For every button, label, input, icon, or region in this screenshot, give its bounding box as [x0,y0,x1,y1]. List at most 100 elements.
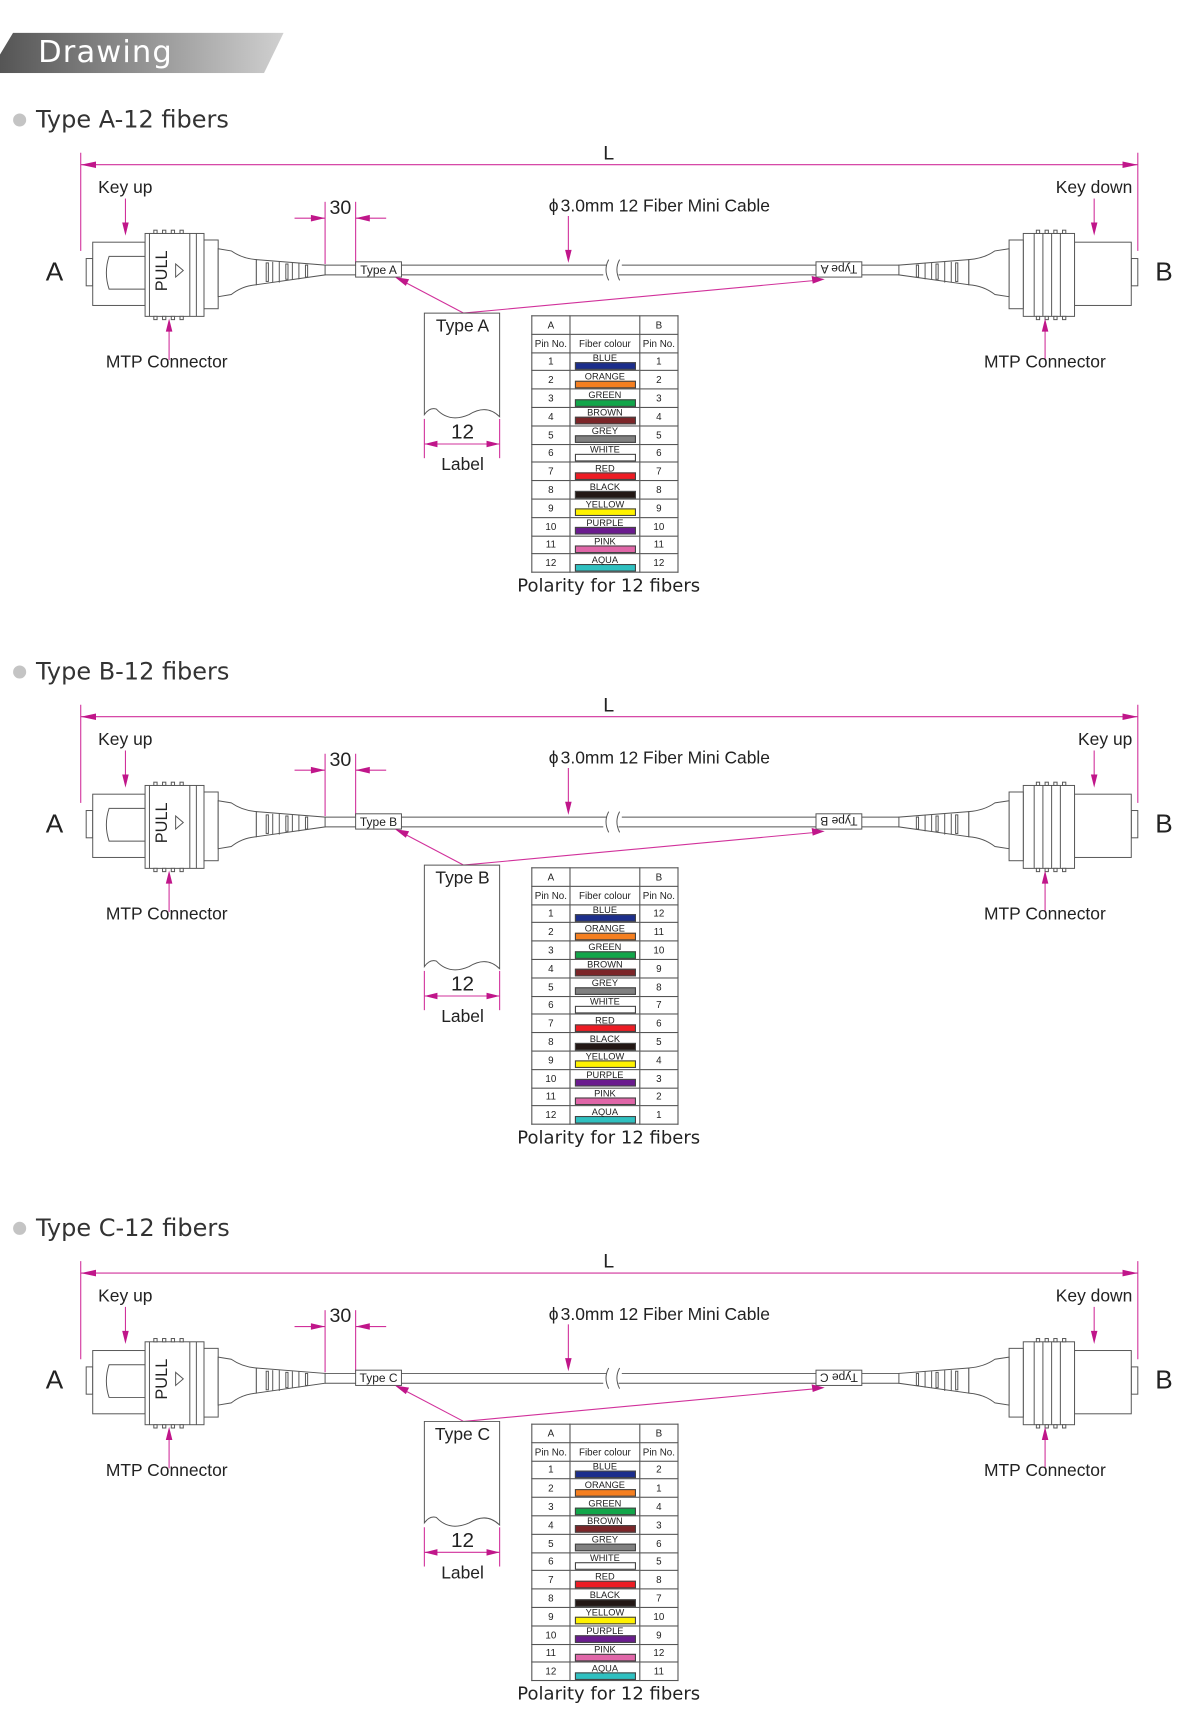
offset-label: 30 [329,197,351,219]
col-pin-a: Pin No. [531,333,571,354]
pin-a: 8 [531,1588,571,1608]
fiber-colour-swatch [574,1562,636,1570]
cable-label-left: Type B [355,813,402,830]
pin-a: 7 [531,1570,571,1590]
cable-label-right: Type B [815,813,863,830]
fiber-colour-name: GREY [591,1533,619,1545]
fiber-colour-swatch [574,490,636,499]
fiber-colour-name: GREY [591,425,619,437]
flag-caption: Label [441,1006,484,1026]
fiber-colour-swatch [574,969,636,977]
fiber-colour-swatch [574,1598,636,1607]
cable-break [605,259,610,281]
fiber-colour: WHITE [569,1551,641,1572]
fiber-colour: WHITE [569,995,641,1015]
cable-label-left: Type C [355,1369,402,1386]
pin-b: 3 [639,1515,679,1535]
arrow-icon [565,801,572,815]
pin-a: 5 [531,425,571,445]
pin-a: 1 [531,1460,571,1480]
fiber-colour: GREEN [569,1496,641,1517]
fiber-colour-name: WHITE [589,995,620,1007]
pin-b: 7 [639,461,679,482]
fiber-colour: GREEN [569,940,641,960]
head-b: B [639,1423,679,1444]
flag-label-text: Type C [435,1424,490,1444]
col-colour: Fiber colour [569,333,641,354]
cable-section-2: Type B-12 fibers L Key up Key up [0,650,1200,1174]
pin-b: 5 [639,1551,679,1572]
cable-label-left: Type A [355,261,402,278]
fiber-colour-name: BLACK [589,480,621,492]
fiber-colour: GREY [569,977,641,997]
head-a: A [531,867,571,887]
pin-b: 2 [639,1460,679,1480]
fiber-colour: ORANGE [569,1478,641,1499]
offset-label: 30 [329,1305,351,1327]
fiber-colour-swatch [574,950,636,959]
table-header-row: A B [531,315,679,335]
label-flag: Type B 12 Label [423,864,501,1026]
pull-triangle-icon [175,1371,185,1387]
flag-label-text: Type B [435,868,489,888]
pin-a: 12 [531,1661,571,1682]
polarity-caption: Polarity for 12 fibers [517,574,701,596]
fiber-colour: PURPLE [569,1068,641,1089]
pin-a: 4 [531,958,571,979]
fiber-colour-swatch [574,563,636,572]
arrow-icon [394,829,410,838]
pin-a: 10 [531,1068,571,1089]
section-title: Type C-12 fibers [35,1214,230,1242]
length-dimension: L [80,142,1139,251]
fiber-colour-name: YELLOW [585,1050,625,1062]
head-a: A [531,1423,571,1444]
polarity-caption: Polarity for 12 fibers [517,1683,701,1704]
pin-b: 4 [639,1050,679,1070]
key-right-label: Key down [1056,177,1133,197]
cable-spec-text: 3.0mm 12 Fiber Mini Cable [561,196,770,216]
fiber-colour-name: PINK [594,535,616,547]
head-b: B [639,867,679,887]
flag-caption: Label [441,454,484,474]
fiber-colour: BLUE [569,351,641,372]
arrow-icon [1041,870,1049,884]
arrow-icon [122,1330,129,1344]
cable-label-text-inverted: Type C [820,1370,858,1384]
pin-b: 12 [639,1643,679,1663]
key-left-label: Key up [98,177,152,197]
table-header-row: A B [531,867,679,887]
cable-spec-text: 3.0mm 12 Fiber Mini Cable [561,1304,770,1324]
fiber-colour-name: BLACK [589,1032,621,1044]
arrow-icon [394,277,410,286]
fiber-colour: PURPLE [569,516,641,537]
fiber-colour-swatch [574,435,636,444]
cable-drawing: Type A-12 fibers L Key up Key down [13,106,1173,474]
fiber-colour-name: GREY [591,977,619,989]
pin-b: 10 [639,940,679,960]
fiber-colour: GREEN [569,388,641,408]
bullet-icon [13,1221,27,1235]
fiber-colour-swatch [574,1115,636,1124]
pin-b: 8 [639,480,679,500]
fiber-colour-name: YELLOW [585,498,625,510]
diameter-symbol: ϕ [549,196,559,216]
pin-a: 6 [531,1551,571,1572]
flag-caption: Label [441,1563,484,1583]
pin-a: 2 [531,1478,571,1499]
pin-a: 11 [531,1643,571,1663]
connector-right-label: MTP Connector [984,904,1106,924]
pin-a: 12 [531,1105,571,1125]
connector-left-label: MTP Connector [106,352,228,372]
pull-label: PULL [153,250,171,291]
